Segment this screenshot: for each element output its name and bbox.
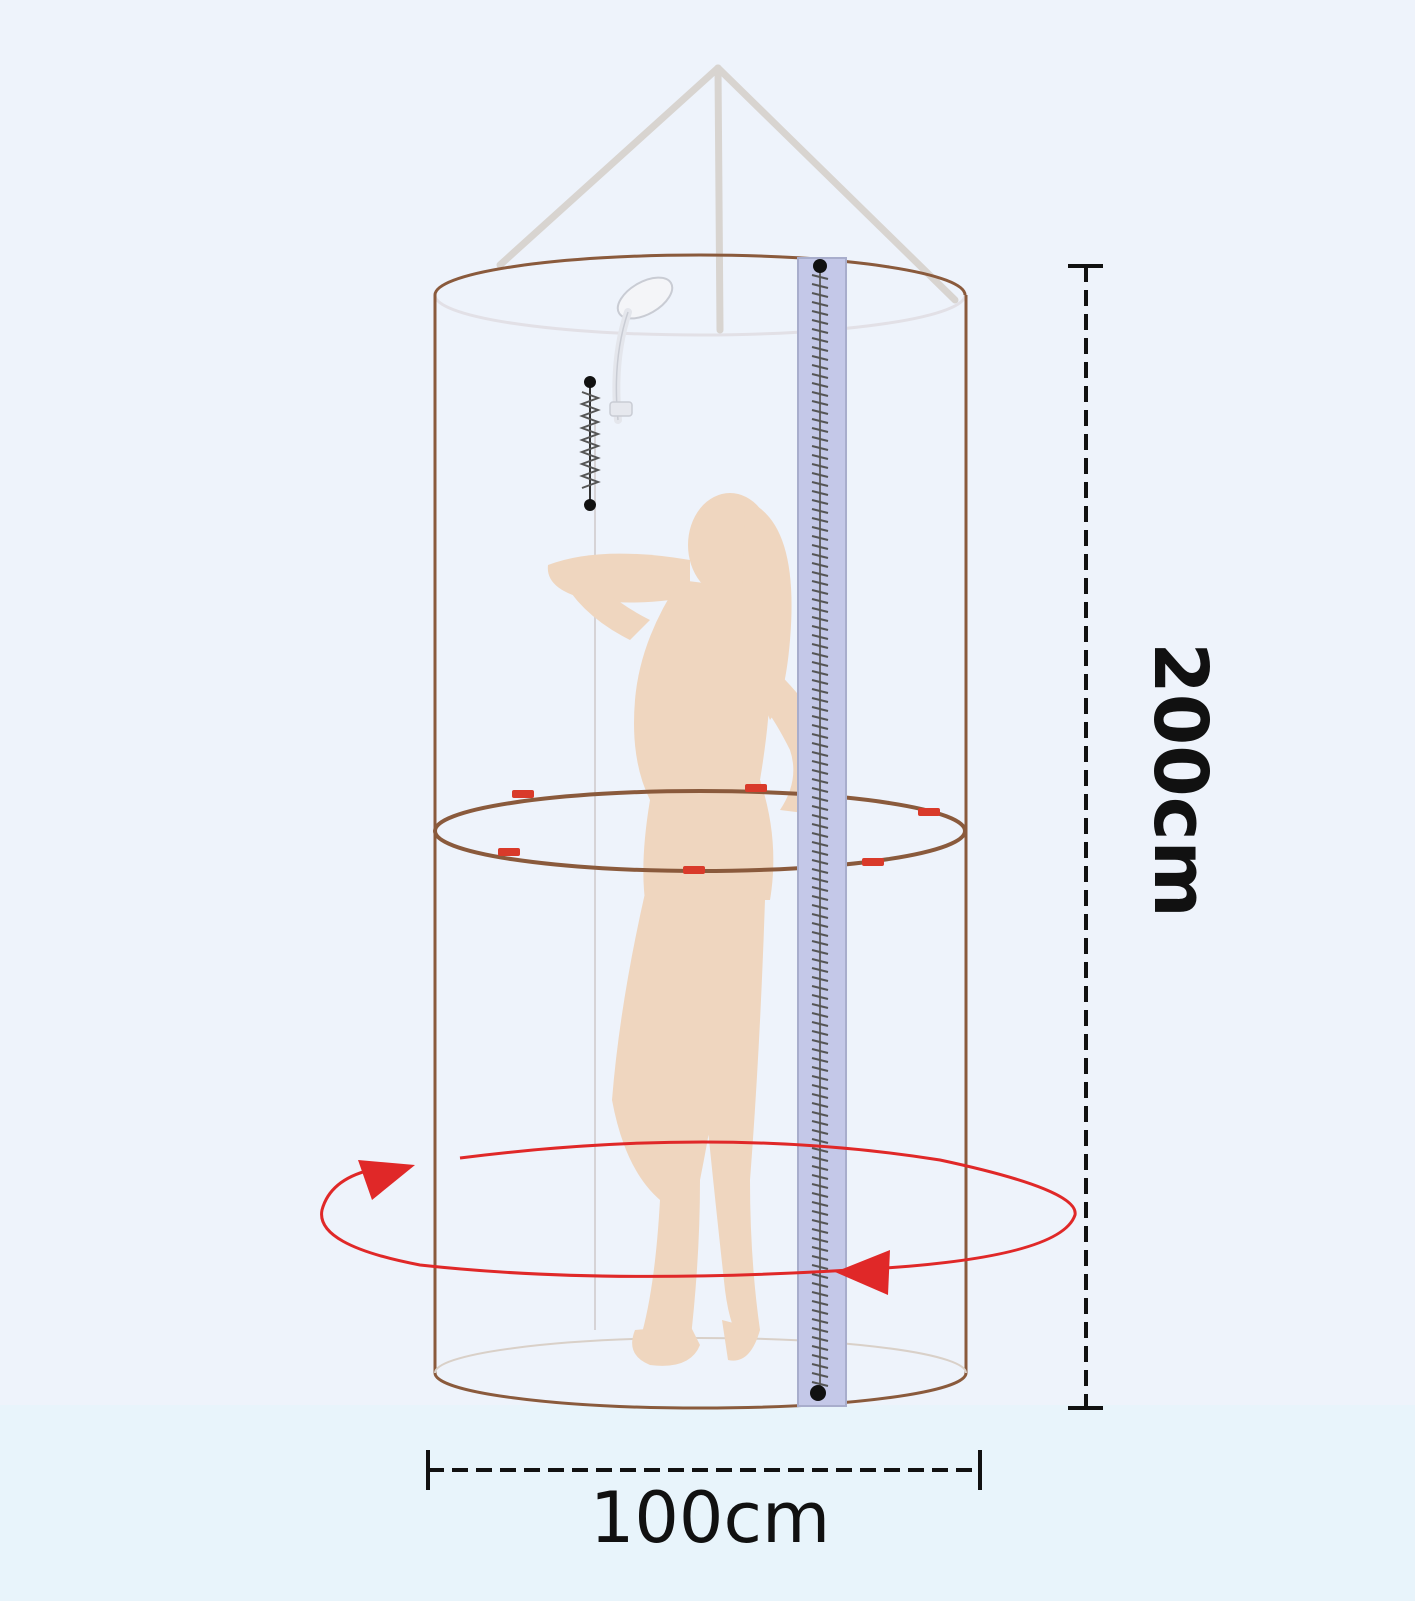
shower-head-icon — [609, 276, 674, 424]
spring-icon — [579, 376, 601, 511]
height-dimension — [1068, 264, 1103, 1410]
tent-cylinder — [433, 253, 968, 1410]
height-label: 200cm — [1137, 642, 1223, 917]
width-dimension — [426, 1450, 982, 1490]
support-poles — [496, 64, 959, 334]
width-label: 100cm — [590, 1477, 830, 1559]
floor-band — [0, 1405, 1415, 1601]
middle-ring — [433, 784, 967, 874]
zipper-icon — [797, 257, 847, 1407]
ring-clips — [498, 784, 940, 874]
rotation-arrow-icon — [320, 1140, 1077, 1295]
